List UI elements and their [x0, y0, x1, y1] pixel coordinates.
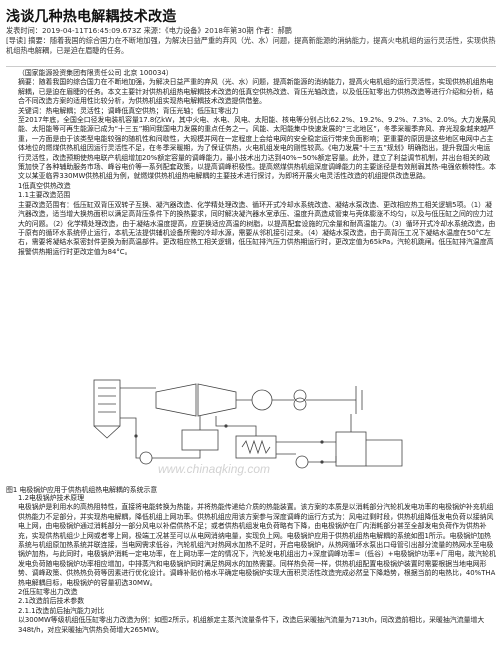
heading-1: 1低真空供热改造 — [18, 181, 71, 190]
electrode-boiler-shape — [335, 431, 367, 467]
heat-user-loop — [366, 439, 403, 467]
heading-2: 2低压缸零出力改造 — [18, 588, 78, 597]
publish-info: 发表时间：2019-04-11T16:45:09.673Z 来源：《电力设备》2… — [6, 26, 292, 35]
generator-shape — [251, 389, 273, 411]
heat-network-return — [276, 453, 337, 463]
section-1-2-text: 电极锅炉是利用水的高热阻特性，直接将电能转换为热能，并将热能传递给介质的热能装置… — [18, 503, 496, 587]
boiler-shape — [93, 379, 121, 427]
transformer-shape — [293, 389, 307, 403]
feedwater-pipe — [120, 417, 201, 459]
intro-paragraph: 至2017年底，全国全口径发电装机容量17.8亿kW，其中火电、水电、风电、太阳… — [18, 116, 496, 181]
boiler-tubes — [98, 387, 116, 413]
pump-shape-2 — [295, 455, 309, 469]
heading-1-2: 1.2电极锅炉技术原理 — [18, 494, 85, 502]
valve-dot — [134, 434, 138, 438]
guide-text: [导读] 摘要：随着我国的综合国力在不断地加强，为解决日益严重的弃风（光、水）问… — [6, 36, 496, 55]
valve-dot-3 — [320, 440, 324, 444]
article-meta: 发表时间：2019-04-11T16:45:09.673Z 来源：《电力设备》2… — [6, 26, 496, 56]
turbine-shape-2 — [197, 383, 237, 417]
extraction-pipe — [215, 416, 257, 436]
figure-watermark: www.chinaqking.com — [158, 462, 270, 476]
transformer-shape-2 — [293, 397, 307, 411]
article-body-continued: 1.2电极锅炉技术原理 电极锅炉是利用水的高热阻特性，直接将电能转换为热能，并将… — [6, 494, 496, 635]
article-title: 浅谈几种热电解耦技术改造 — [6, 9, 177, 25]
divider — [6, 66, 496, 67]
condenser-shape — [181, 429, 219, 451]
heading-1-1: 1.1主要改造范围 — [18, 191, 71, 200]
abstract: 摘要：随着我国的综合国力在不断地加强，为解决日益严重的弃风（光、水）问题，提高新… — [18, 78, 494, 106]
turbine-shape — [155, 383, 197, 417]
boiler-bottom — [93, 425, 121, 439]
figure-caption: 图1 电极锅炉应用于供热机组热电解耦的系统示意 — [6, 486, 158, 494]
section-1-1-text: 主要改造范围有：低压缸双背压双转子互换、凝汽器改造、化学精处理改造、循环开式冷却… — [18, 200, 496, 256]
affiliation: （国家能源投资集团有限责任公司 北京 100034） — [18, 69, 173, 77]
keywords: 关键词：热电解耦；灵活性；调峰低真空供热；背压光轴；低压缸零出力 — [18, 106, 239, 115]
article-body: （国家能源投资集团有限责任公司 北京 100034） 摘要：随着我国的综合国力在… — [6, 69, 496, 257]
heading-2-1: 2.1改造前后技术参数 — [18, 597, 85, 606]
pump-shape — [139, 451, 153, 465]
valve-dot-4 — [320, 460, 324, 464]
valve-dot-2 — [224, 424, 228, 428]
section-2-1-1-text: 以300MW等级机组低压缸零出力改造为例：如图2所示，机组额定主蒸汽流量条件下，… — [18, 616, 485, 634]
system-diagram: www.chinaqking.com — [93, 379, 403, 476]
heat-exchanger-coil — [241, 439, 271, 455]
grid-line — [306, 386, 363, 414]
heading-2-1-1: 2.1.1改造前后抽汽能力对比 — [18, 606, 105, 615]
